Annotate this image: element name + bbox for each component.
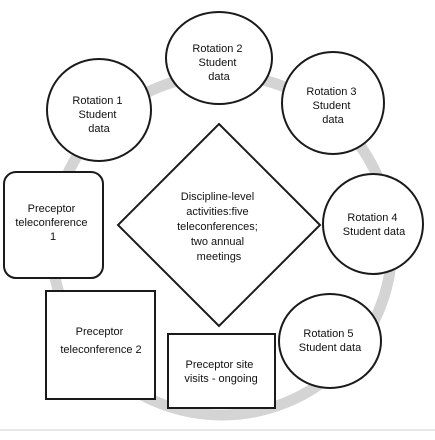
center-text: Discipline-level activities:five telecon…	[177, 191, 261, 263]
preceptor-teleconference-2-box	[45, 290, 156, 400]
preceptor-teleconference-2-node: Preceptor teleconference 2	[45, 290, 156, 400]
preceptor-teleconference-2-line-1: Preceptor	[76, 326, 124, 338]
rotation-4-label: Rotation 4 Student data	[343, 212, 406, 238]
preceptor-site-visits-node: Preceptor site visits - ongoing	[167, 333, 276, 409]
rotation-5-node: Rotation 5 Student data	[278, 293, 382, 389]
center-line-3: teleconferences;	[177, 221, 258, 233]
rotation-3-line-2: Student	[313, 100, 351, 112]
rotation-1-line-1: Rotation 1	[72, 95, 122, 107]
rotation-2-node: Rotation 2 Student data	[165, 11, 273, 105]
rotation-1-line-2: Student	[79, 109, 117, 121]
preceptor-site-visits-box	[167, 333, 276, 409]
center-line-1: Discipline-level	[181, 191, 254, 203]
rotation-5-line-1: Rotation 5	[303, 328, 353, 340]
preceptor-teleconference-1-line-1: Preceptor	[28, 203, 76, 215]
center-line-2: activities:five	[186, 206, 248, 218]
rotation-1-node: Rotation 1 Student data	[46, 58, 152, 162]
preceptor-teleconference-2-label: Preceptor teleconference 2	[60, 326, 141, 356]
rotation-5-circle	[278, 293, 382, 389]
center-line-4: two annual	[191, 236, 244, 248]
center-diamond	[116, 122, 322, 328]
rotation-2-circle	[165, 11, 273, 105]
rotation-4-line-2: Student data	[343, 226, 406, 238]
preceptor-teleconference-1-line-3: 1	[50, 231, 56, 243]
rotation-5-line-2: Student data	[299, 342, 362, 354]
preceptor-site-visits-line-1: Preceptor site	[186, 359, 254, 371]
preceptor-site-visits-line-2: visits - ongoing	[184, 373, 257, 385]
rotation-4-line-1: Rotation 4	[347, 212, 397, 224]
rotation-3-circle	[281, 51, 385, 155]
rotation-1-line-3: data	[88, 123, 110, 135]
rotation-2-line-3: data	[208, 71, 230, 83]
rotation-3-line-3: data	[322, 114, 344, 126]
rotation-1-circle	[46, 58, 152, 162]
preceptor-teleconference-1-box	[3, 171, 104, 279]
rotation-1-label: Rotation 1 Student data	[72, 95, 125, 135]
rotation-2-line-2: Student	[199, 57, 237, 69]
rotation-4-circle	[322, 173, 424, 275]
preceptor-site-visits-label: Preceptor site visits - ongoing	[184, 359, 257, 385]
rotation-2-label: Rotation 2 Student data	[192, 43, 245, 83]
rotation-5-label: Rotation 5 Student data	[299, 328, 362, 354]
rotation-3-node: Rotation 3 Student data	[281, 51, 385, 155]
rotation-3-line-1: Rotation 3	[306, 86, 356, 98]
preceptor-teleconference-1-label: Preceptor teleconference 1	[15, 203, 90, 243]
rotation-2-line-1: Rotation 2	[192, 43, 242, 55]
rotation-3-label: Rotation 3 Student data	[306, 86, 359, 126]
rotation-4-node: Rotation 4 Student data	[322, 173, 424, 275]
preceptor-teleconference-1-line-2: teleconference	[15, 217, 87, 229]
center-line-5: meetings	[197, 251, 242, 263]
preceptor-teleconference-1-node: Preceptor teleconference 1	[3, 171, 104, 279]
preceptor-teleconference-2-line-2: teleconference 2	[60, 344, 141, 356]
